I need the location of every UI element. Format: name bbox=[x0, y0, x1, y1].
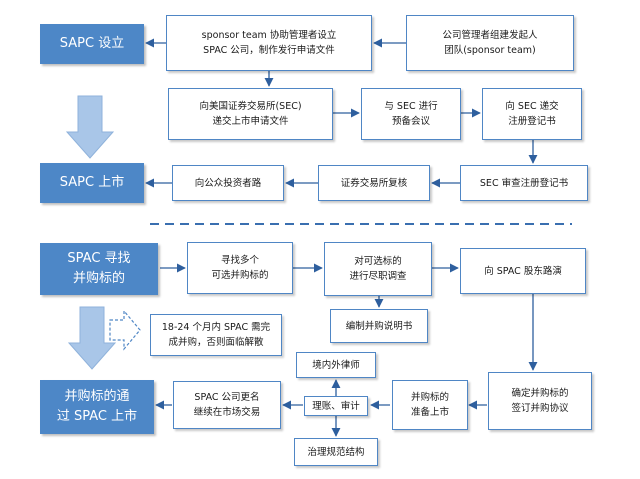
step-due-diligence: 对可选标的 进行尽职调查 bbox=[324, 242, 432, 296]
spac-listing-label: SAPC 上市 bbox=[40, 163, 144, 203]
step-mgmt-team: 公司管理者组建发起人 团队(sponsor team) bbox=[406, 15, 574, 71]
spac-setup-label: SAPC 设立 bbox=[40, 24, 144, 64]
step-governance: 治理规范结构 bbox=[294, 438, 378, 466]
step-sign-agreement: 确定并购标的 签订并购协议 bbox=[488, 372, 592, 430]
big-down-arrow-2 bbox=[67, 306, 117, 370]
step-lawyers: 境内外律师 bbox=[296, 352, 376, 378]
step-shareholder-roadshow: 向 SPAC 股东路演 bbox=[460, 248, 586, 294]
step-sec-file: 向美国证券交易所(SEC) 递交上市申请文件 bbox=[168, 88, 333, 140]
step-find-targets: 寻找多个 可选并购标的 bbox=[187, 242, 293, 294]
step-sec-meeting: 与 SEC 进行 预备会议 bbox=[361, 88, 461, 140]
step-roadshow-public: 向公众投资者路 bbox=[172, 165, 284, 201]
spac-search-label: SPAC 寻找 并购标的 bbox=[40, 243, 158, 295]
dashed-hollow-arrow bbox=[109, 309, 141, 351]
step-audit: 理账、审计 bbox=[304, 396, 368, 416]
step-prepare-listing: 并购标的 准备上市 bbox=[392, 380, 468, 430]
step-exchange-review: 证券交易所复核 bbox=[318, 165, 430, 201]
step-sponsor-assist: sponsor team 协助管理者设立 SPAC 公司，制作发行申请文件 bbox=[166, 15, 372, 71]
step-merger-manual: 编制并购说明书 bbox=[330, 309, 428, 343]
target-listing-label: 并购标的通 过 SPAC 上市 bbox=[40, 380, 154, 434]
step-spac-rename: SPAC 公司更名 继续在市场交易 bbox=[173, 381, 281, 429]
big-down-arrow-1 bbox=[65, 95, 115, 159]
step-sec-register: 向 SEC 递交 注册登记书 bbox=[482, 88, 582, 140]
deadline-note: 18-24 个月内 SPAC 需完 成并购，否则面临解散 bbox=[150, 314, 282, 356]
step-sec-review: SEC 审查注册登记书 bbox=[460, 165, 588, 201]
